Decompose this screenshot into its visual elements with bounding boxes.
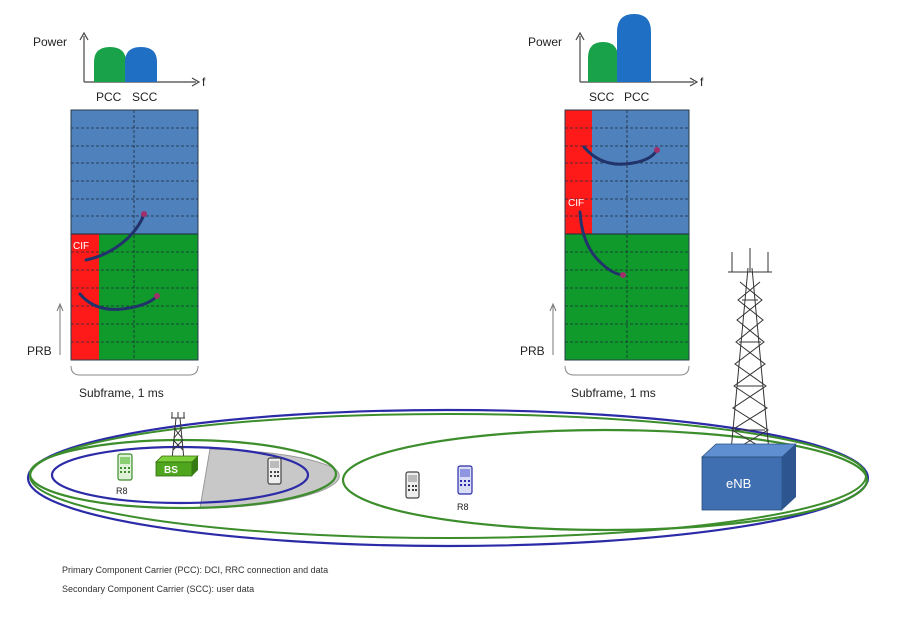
left-cif-label: CIF xyxy=(73,241,89,252)
enb-label: eNB xyxy=(726,476,751,491)
right-cross-carrier-arc xyxy=(578,210,625,277)
left-prb-axis-arrow xyxy=(56,302,64,312)
right-prb-axis-arrow xyxy=(549,302,557,312)
right-same-carrier-arc-end xyxy=(654,147,660,153)
small-cell-bs: BS xyxy=(155,412,199,477)
enb-box-side xyxy=(782,444,796,510)
left-power-label: Power xyxy=(33,35,67,49)
right-grid-lines xyxy=(565,110,689,360)
left-power-axis-arrow xyxy=(79,31,89,41)
left-grid-lines xyxy=(71,110,198,360)
right-grid-control-region xyxy=(565,110,592,234)
footnote-scc: Secondary Component Carrier (SCC): user … xyxy=(62,584,254,594)
right-subframe-label: Subframe, 1 ms xyxy=(571,386,656,400)
ue-r8-right: R8 xyxy=(457,465,473,512)
ue-ca-bs-area xyxy=(267,457,282,485)
right-prb-label: PRB xyxy=(520,344,545,358)
left-grid-scc-region xyxy=(71,110,198,234)
right-same-carrier-arc xyxy=(582,145,659,166)
right-cross-carrier-arc-end xyxy=(620,272,626,278)
enb-box-icon xyxy=(701,456,783,511)
right-pcc-shape xyxy=(617,14,651,82)
right-grid-border xyxy=(564,109,690,361)
right-f-label: f xyxy=(700,75,704,89)
bs-box-side xyxy=(192,456,198,476)
left-freq-axis-arrow xyxy=(191,77,201,87)
left-same-carrier-arc-end xyxy=(154,293,160,299)
ue-ca-macro-area xyxy=(405,471,420,499)
enb-scc-coverage-ellipse xyxy=(341,428,869,532)
right-carrier-label-1: SCC xyxy=(589,90,615,104)
left-scc-shape xyxy=(125,47,157,82)
phone-screen-icon xyxy=(460,469,470,477)
ue-r8-left-label: R8 xyxy=(116,486,128,496)
right-resource-grid: CIF xyxy=(564,109,690,361)
left-subframe-label: Subframe, 1 ms xyxy=(79,386,164,400)
right-subframe-bracket xyxy=(564,365,690,376)
bs-mast-icon xyxy=(171,412,185,461)
phone-screen-icon xyxy=(408,475,417,482)
right-carrier-label-2: PCC xyxy=(624,90,650,104)
left-carrier-label-1: PCC xyxy=(96,90,122,104)
left-grid-control-region xyxy=(71,234,99,360)
left-panel: Power f PCC SCC xyxy=(27,31,206,400)
right-power-label: Power xyxy=(528,35,562,49)
bs-label: BS xyxy=(164,465,178,476)
left-pcc-shape xyxy=(94,47,126,82)
phone-screen-icon xyxy=(120,457,130,464)
left-carrier-label-2: SCC xyxy=(132,90,158,104)
right-scc-shape xyxy=(588,42,618,82)
right-freq-axis-arrow xyxy=(689,77,699,87)
enb-station: eNB xyxy=(700,248,798,511)
right-power-axis-arrow xyxy=(575,31,585,41)
right-power-spectrum: Power f SCC PCC xyxy=(528,14,704,104)
footnote-pcc: Primary Component Carrier (PCC): DCI, RR… xyxy=(62,565,328,575)
left-cross-carrier-arc xyxy=(84,212,146,262)
left-power-spectrum: Power f PCC SCC xyxy=(33,31,206,104)
right-panel: Power f SCC PCC xyxy=(520,14,704,400)
left-grid-border xyxy=(70,109,199,361)
enb-tower-icon xyxy=(728,248,772,463)
left-subframe-bracket xyxy=(70,365,199,376)
ue-r8-right-label: R8 xyxy=(457,502,469,512)
enb-pcc-coverage-ellipse xyxy=(26,408,870,548)
right-cif-label: CIF xyxy=(568,198,584,209)
left-cross-carrier-arc-end xyxy=(141,211,147,217)
left-f-label: f xyxy=(202,75,206,89)
bs-box-top xyxy=(155,455,199,463)
left-same-carrier-arc xyxy=(78,292,159,311)
phone-screen-icon xyxy=(270,461,279,468)
left-resource-grid: CIF xyxy=(70,109,199,361)
ue-r8-left: R8 xyxy=(116,453,133,496)
left-prb-label: PRB xyxy=(27,344,52,358)
enb-box-top xyxy=(700,443,798,458)
